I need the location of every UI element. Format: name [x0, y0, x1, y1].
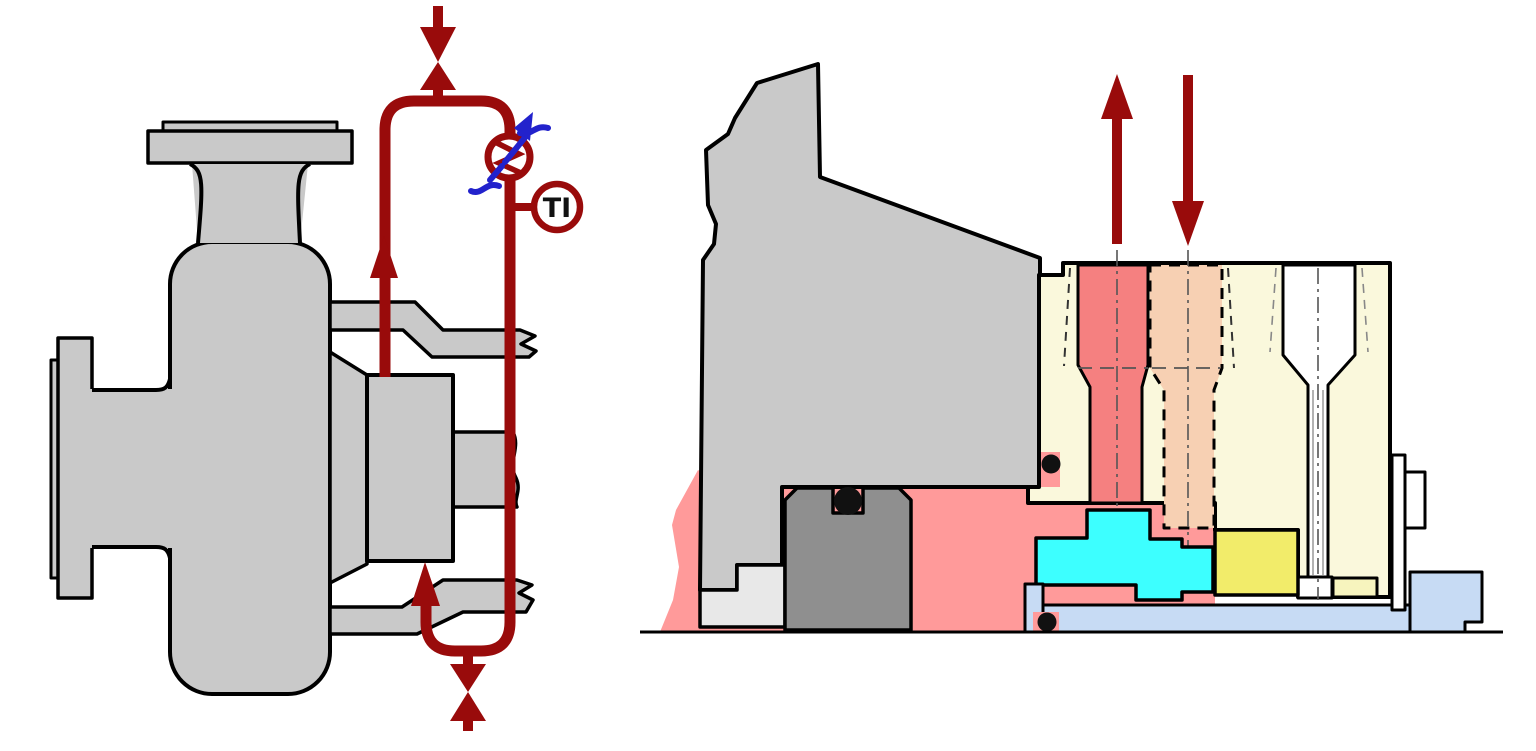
drive-collar — [1213, 528, 1300, 597]
seal-chamber-box — [365, 373, 455, 563]
pump-casing-body — [168, 240, 332, 696]
gland-plate-bar — [1390, 453, 1407, 612]
shaft-sleeve — [1041, 603, 1412, 634]
discharge-nozzle-fill — [90, 389, 174, 548]
cooling-water-arrowhead-icon — [514, 112, 533, 141]
drain-valve-icon — [450, 649, 486, 731]
sleeve-oring-icon — [1037, 612, 1057, 632]
pump-schematic — [49, 120, 538, 696]
discharge-nozzle-outline — [92, 378, 172, 559]
discharge-flange — [56, 336, 94, 600]
ti-label: TI — [543, 193, 571, 224]
suction-neck-outline — [188, 162, 312, 244]
seal-rotating-unit — [1034, 508, 1215, 602]
flow-arrow-up-icon — [370, 236, 398, 278]
inlet-arrow-down-icon — [1172, 75, 1204, 246]
temperature-indicator-icon: TI — [510, 180, 584, 234]
cooling-loop-piping: TI — [370, 6, 584, 731]
outlet-port — [1076, 263, 1150, 505]
gland-oring-icon — [1041, 454, 1061, 474]
spare-port-pocket — [1296, 575, 1334, 600]
return-arrow-up-icon — [411, 562, 440, 606]
spare-port-tube-lines — [1312, 390, 1324, 575]
cooling-water-in-icon — [468, 163, 505, 195]
seat-oring-icon — [834, 487, 862, 515]
set-ring — [1331, 576, 1379, 599]
hidden-bore-lines — [1063, 267, 1235, 369]
circulation-pipe — [379, 95, 516, 657]
suction-neck-fill — [192, 164, 308, 243]
outlet-arrow-up-icon — [1101, 74, 1133, 244]
vent-valve-icon — [420, 6, 456, 104]
casing-adapter — [328, 350, 369, 585]
seal-cross-section — [640, 62, 1503, 634]
inlet-port-hidden — [1148, 263, 1224, 530]
stationary-seat — [783, 486, 913, 632]
suction-flange — [146, 129, 354, 165]
gland-plate-tab — [1403, 470, 1427, 530]
port-centerlines — [1116, 250, 1319, 600]
shaft-sleeve-collar — [1408, 570, 1484, 634]
